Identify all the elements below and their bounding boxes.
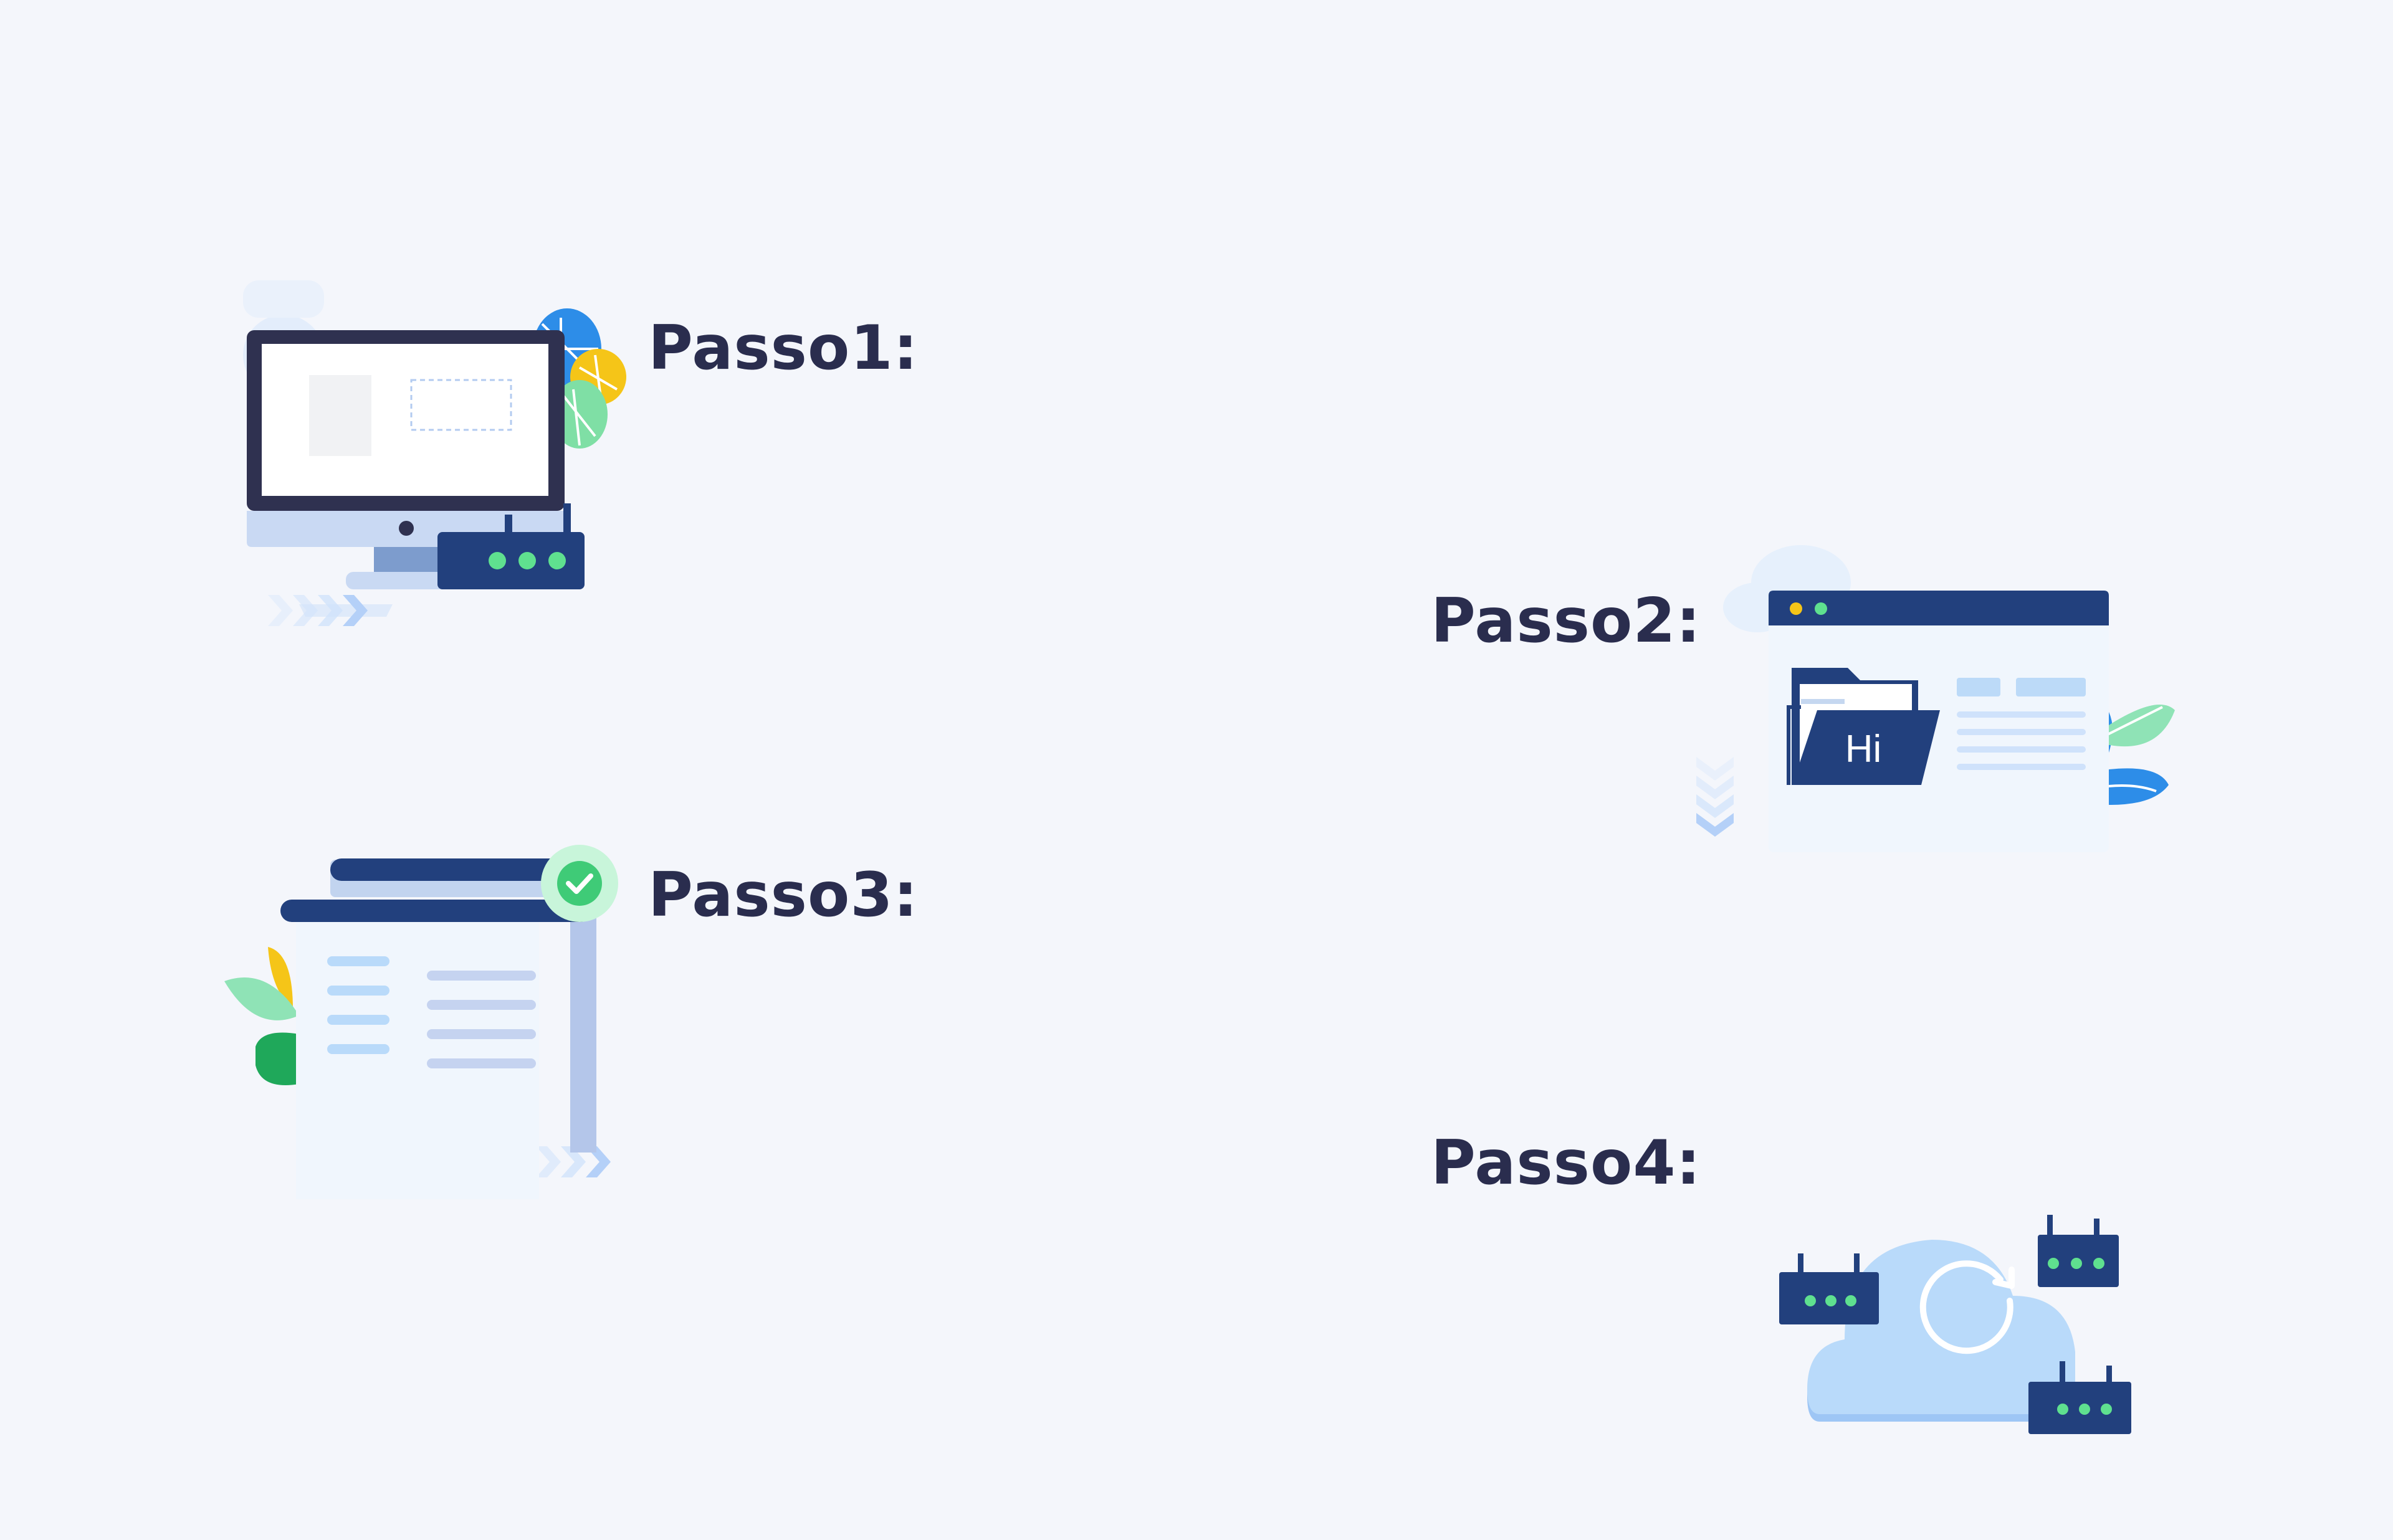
step-4-label: Passo4: (1431, 1128, 1701, 1199)
step-2-label: Passo2: (1431, 586, 1701, 657)
folder-window-icon: Hi (1683, 536, 2194, 885)
document-check-icon (212, 829, 661, 1202)
step-1-label: Passo1: (648, 313, 919, 384)
folder-badge-text: Hi (1845, 728, 1882, 771)
step-3-label: Passo3: (648, 860, 919, 931)
cloud-sync-icon (1770, 1202, 2144, 1452)
computer-router-icon (187, 268, 636, 654)
